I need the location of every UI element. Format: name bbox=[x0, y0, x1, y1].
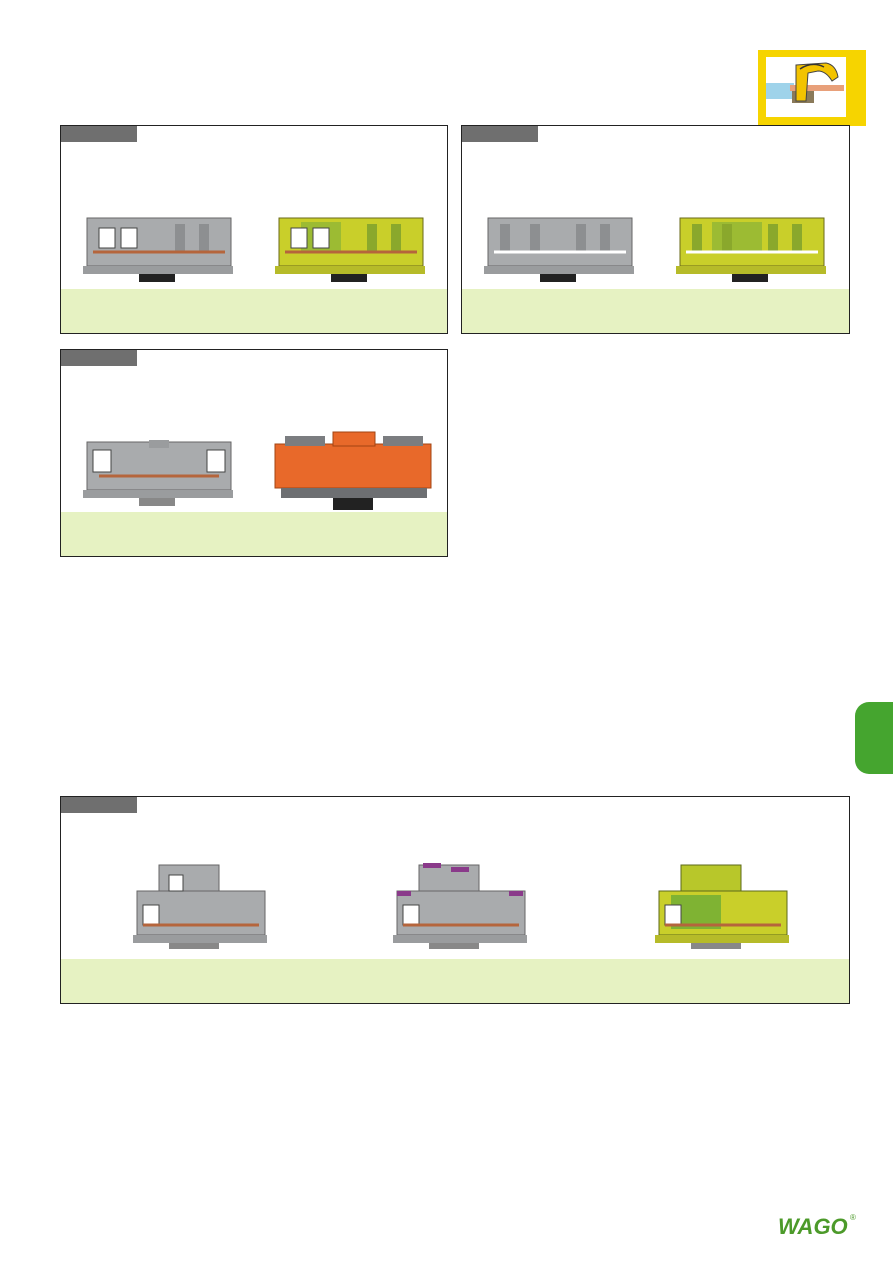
panel-header-tab bbox=[61, 797, 137, 813]
panel-header-tab bbox=[61, 126, 137, 142]
product-panel-d bbox=[60, 796, 850, 1004]
panel-header-tab bbox=[462, 126, 538, 142]
grey-terminal-block-image bbox=[480, 212, 640, 286]
svg-text:®: ® bbox=[850, 1213, 856, 1222]
product-panel-c bbox=[60, 349, 448, 557]
svg-text:WAGO: WAGO bbox=[778, 1214, 848, 1238]
grey-terminal-block-image bbox=[79, 212, 239, 286]
chapter-tab bbox=[855, 702, 893, 774]
wago-logo: WAGO ® bbox=[778, 1210, 860, 1243]
product-panel-b bbox=[461, 125, 850, 334]
cage-clamp-connection-icon bbox=[758, 50, 866, 126]
yellow-green-double-deck-block-image bbox=[651, 861, 796, 957]
panel-info-strip bbox=[61, 959, 849, 1003]
panel-info-strip bbox=[61, 289, 447, 333]
yellow-green-terminal-block-image bbox=[672, 212, 832, 286]
panel-info-strip bbox=[462, 289, 849, 333]
cage-clamp-illustration bbox=[766, 57, 846, 117]
orange-marker-cover-image bbox=[271, 430, 436, 514]
grey-double-deck-block-image bbox=[129, 861, 274, 957]
panel-info-strip bbox=[61, 512, 447, 556]
product-panel-a bbox=[60, 125, 448, 334]
panel-header-tab bbox=[61, 350, 137, 366]
grey-terminal-block-image bbox=[79, 436, 239, 510]
yellow-green-terminal-block-image bbox=[271, 212, 431, 286]
grey-violet-double-deck-block-image bbox=[389, 861, 534, 957]
